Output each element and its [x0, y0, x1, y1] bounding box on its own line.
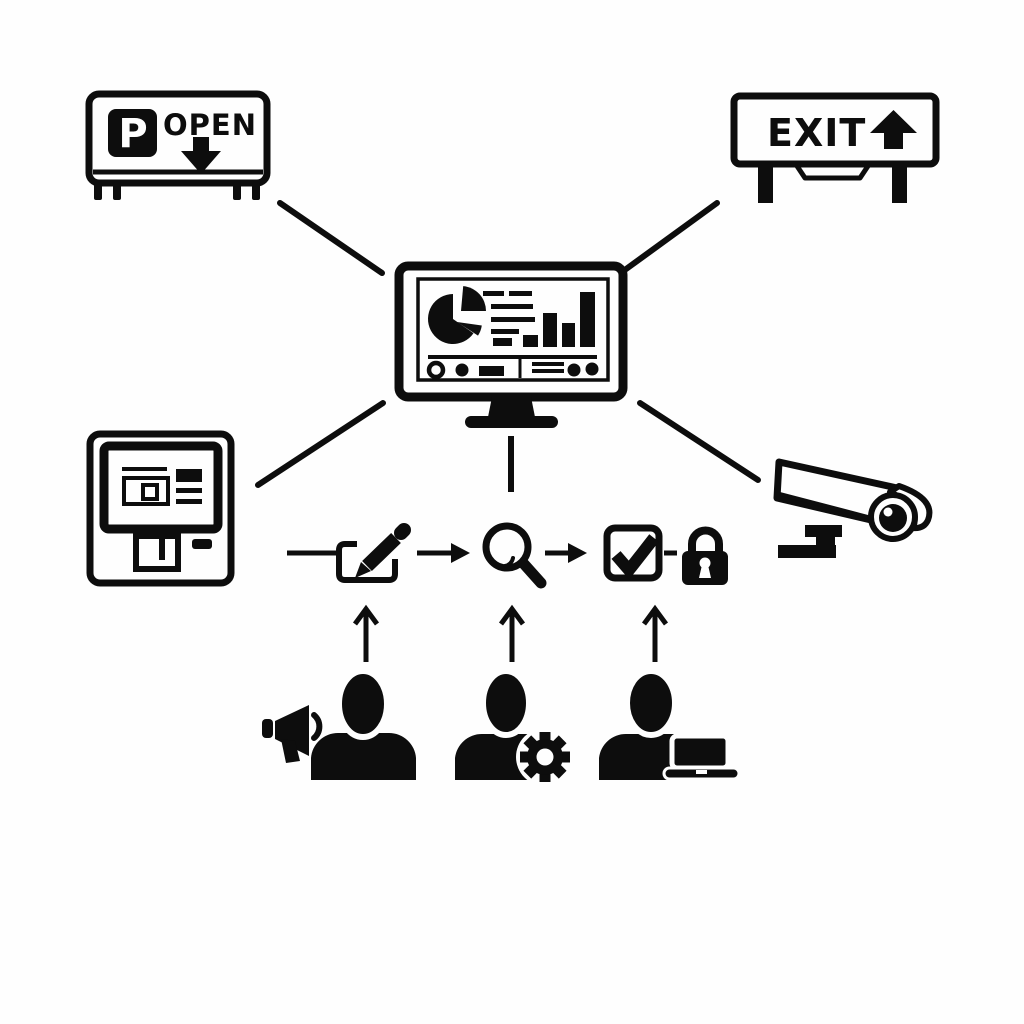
cctv-camera	[773, 458, 933, 558]
exit-sign: EXIT	[730, 92, 940, 203]
down-arrow-icon	[181, 137, 221, 174]
camera-lens-highlight	[883, 507, 893, 517]
sign-legs	[94, 183, 260, 200]
gear-icon	[516, 728, 574, 786]
up-arrow-icon	[641, 604, 669, 662]
up-arrow-icon	[498, 604, 526, 662]
monitor-stand	[465, 397, 558, 428]
exit-leg-right	[892, 164, 907, 203]
arrow-right-icon	[417, 543, 470, 563]
connector-kiosk-to-monitor	[255, 400, 386, 488]
exit-board-notch	[794, 164, 871, 181]
camera-body-lip	[779, 492, 869, 519]
people-row	[262, 668, 741, 786]
person-head	[624, 668, 678, 738]
connector-exit-to-monitor	[619, 200, 720, 275]
connector-monitor-to-camera	[637, 400, 761, 483]
kiosk-screen-content	[122, 467, 202, 506]
person-shoulders	[311, 732, 416, 780]
parking-p-label: P	[118, 111, 147, 157]
person-with-laptop	[599, 668, 741, 781]
padlock-icon	[682, 526, 728, 585]
bar-chart-icon	[523, 292, 595, 347]
dashboard-control-strip	[426, 355, 599, 380]
magnifier-search-icon	[482, 522, 547, 589]
kiosk-slot-notch	[159, 538, 165, 560]
kiosk-button	[192, 539, 212, 549]
parking-p-badge	[108, 109, 157, 157]
connector-lines	[255, 200, 761, 492]
person-with-megaphone	[262, 668, 416, 780]
person-with-gear	[455, 668, 574, 786]
exit-label: EXIT	[767, 111, 866, 155]
exit-leg-left	[758, 164, 773, 203]
kiosk-card-slot	[133, 533, 181, 572]
camera-mount-bracket	[778, 525, 842, 558]
up-arrows	[352, 604, 669, 662]
parking-open-sign: P OPEN	[85, 90, 271, 200]
payment-kiosk	[86, 430, 235, 587]
megaphone-icon	[262, 705, 323, 763]
dashboard-monitor	[394, 261, 628, 428]
arrow-right-icon	[545, 543, 587, 563]
checkbox-checked-icon	[603, 524, 663, 582]
laptop-icon	[662, 733, 741, 781]
camera-lens-pupil	[879, 504, 907, 532]
up-arrow-icon	[352, 604, 380, 662]
person-head	[336, 668, 390, 740]
open-label: OPEN	[163, 108, 257, 142]
pie-chart-icon	[427, 286, 486, 344]
dashboard-text-lines	[483, 291, 535, 346]
workflow-row	[287, 522, 728, 589]
edit-compose-icon	[336, 523, 411, 583]
person-head	[480, 668, 532, 738]
up-arrow-icon	[870, 110, 917, 149]
connector-sign-to-monitor	[277, 200, 385, 276]
